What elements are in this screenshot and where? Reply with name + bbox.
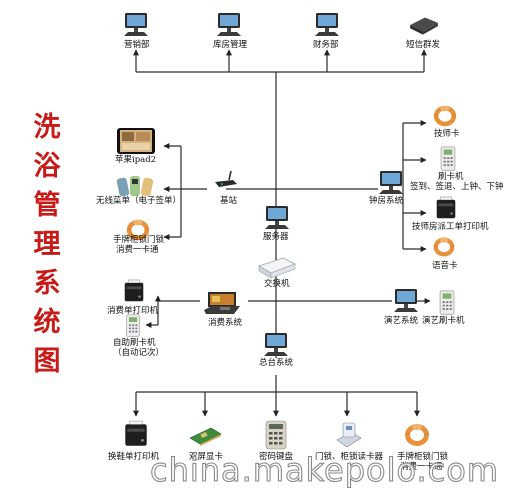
title-char: 图 — [33, 346, 61, 377]
marketing-computer-icon — [124, 13, 148, 36]
order-printer-icon — [124, 279, 144, 302]
bell-system-label: 钟房系统 — [369, 196, 404, 206]
pinpad-icon — [265, 420, 287, 450]
dispatch-printer-label: 技师房派工单打印机 — [412, 222, 489, 232]
base-station-router-icon — [214, 170, 238, 188]
front-desk-label: 总台系统 — [259, 358, 294, 368]
sms-label: 短信群发 — [406, 40, 441, 50]
tech-card-wristband-icon — [433, 105, 457, 127]
bottom-locker-label-line2: 消费一卡通 — [400, 462, 443, 472]
bottom-locker-label: 手牌柜锁门锁 — [397, 452, 449, 462]
server-computer-icon — [265, 206, 289, 229]
shoe-printer-label: 换鞋单打印机 — [108, 452, 160, 462]
tech-card-label: 技师卡 — [434, 129, 460, 139]
performance-system-label: 演艺系统 — [384, 316, 419, 326]
wireless-menu-label: 无线菜单（电子签单） — [96, 196, 182, 206]
pinpad-label: 密码键盘 — [259, 452, 294, 462]
pos-terminal-icon — [204, 292, 240, 314]
ipad-label: 苹果ipad2 — [115, 155, 157, 165]
graphics-card-icon — [189, 427, 222, 447]
bottom-wristband-icon — [404, 423, 430, 447]
locker-label-line1: 手牌柜锁门锁 — [113, 235, 165, 245]
performance-reader-icon — [439, 290, 455, 315]
ipad-icon — [117, 128, 155, 154]
order-printer-label: 消费单打印机 — [107, 306, 159, 316]
title-char: 理 — [33, 229, 61, 260]
performance-reader-label: 演艺刷卡机 — [422, 316, 465, 326]
card-reader-label-line2: 签到、签退、上钟、下钟 — [410, 182, 504, 192]
lock-reader-label: 门锁、柜锁读卡器 — [315, 452, 384, 462]
card-reader-label-line1: 刷卡机 — [438, 172, 464, 182]
marketing-label: 营销部 — [124, 40, 150, 50]
voice-card-icon — [433, 237, 455, 257]
title-char: 浴 — [33, 151, 61, 182]
wireless-menu-phones-icon — [116, 176, 154, 197]
performance-computer-icon — [394, 289, 418, 312]
switch-label: 交换机 — [264, 279, 290, 289]
self-service-reader-icon — [126, 314, 140, 337]
finance-computer-icon — [315, 13, 339, 36]
voice-card-label: 语音卡 — [432, 261, 458, 271]
bell-system-computer-icon — [379, 171, 403, 194]
front-desk-computer-icon — [264, 333, 288, 356]
display-card-label: 双屏显卡 — [189, 452, 224, 462]
locker-label-line2: 消费一卡通 — [116, 245, 159, 255]
title-char: 系 — [33, 268, 61, 299]
server-label: 服务器 — [263, 232, 289, 242]
base-station-label: 基站 — [220, 196, 238, 206]
warehouse-computer-icon — [217, 13, 241, 36]
self-reader-label-line2: （自动记次） — [113, 348, 165, 358]
watermark: china.makepolo.com — [149, 450, 499, 489]
finance-label: 财务部 — [313, 40, 339, 50]
title-char: 洗 — [33, 112, 61, 143]
dispatch-printer-icon — [436, 196, 456, 219]
title-char: 统 — [33, 307, 61, 338]
diagram-title: 洗 浴 管 理 系 统 图 — [27, 108, 67, 381]
lock-card-reader-icon — [336, 422, 362, 448]
consumption-system-label: 消费系统 — [208, 318, 243, 328]
shoe-printer-icon — [124, 420, 148, 447]
title-char: 管 — [33, 190, 61, 221]
card-reader-icon — [440, 146, 456, 171]
self-reader-label-line1: 自助刷卡机 — [113, 338, 156, 348]
warehouse-label: 库房管理 — [213, 40, 248, 50]
sms-modem-icon — [410, 17, 438, 35]
switch-icon — [258, 257, 296, 279]
